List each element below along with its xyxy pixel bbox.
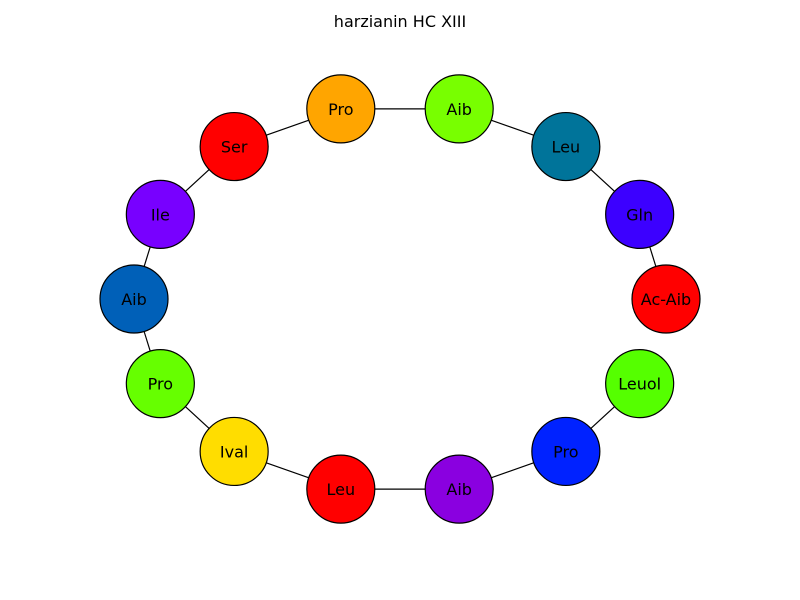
residue-node: Ile xyxy=(125,179,195,249)
residue-node: Aib xyxy=(424,74,494,144)
residue-circle xyxy=(306,454,376,524)
residue-label: Ac-Aib xyxy=(641,290,691,309)
residue-circle xyxy=(605,179,675,249)
residue-label: Leuol xyxy=(618,375,661,394)
residue-label: Ser xyxy=(221,138,248,157)
residue-node: Aib xyxy=(99,264,169,334)
residue-circle xyxy=(99,264,169,334)
residue-circle xyxy=(424,454,494,524)
residue-label: Pro xyxy=(553,442,578,461)
residue-node: Leu xyxy=(531,111,601,182)
residue-label: Ile xyxy=(151,205,170,224)
residue-label: Gln xyxy=(626,205,653,224)
residue-node: Leuol xyxy=(605,349,675,419)
residue-circle xyxy=(125,179,195,249)
residue-node: Pro xyxy=(306,74,376,144)
residue-circle xyxy=(306,74,376,144)
residue-circle xyxy=(531,416,601,487)
diagram-title: harzianin HC XIII xyxy=(334,12,466,31)
residue-label: Aib xyxy=(446,100,472,119)
residue-node: Ival xyxy=(199,416,269,487)
residue-circle xyxy=(199,416,269,487)
residue-label: Aib xyxy=(121,290,147,309)
residue-node: Gln xyxy=(605,179,675,249)
residue-circle xyxy=(605,349,675,419)
residue-node: Pro xyxy=(531,416,601,487)
residue-label: Aib xyxy=(446,480,472,499)
residue-label: Leu xyxy=(552,138,581,157)
residue-circle xyxy=(424,74,494,144)
residue-node: Pro xyxy=(125,349,195,419)
residue-circle xyxy=(531,111,601,182)
residue-label: Ival xyxy=(220,442,248,461)
residue-label: Pro xyxy=(328,100,353,119)
residue-node: Leu xyxy=(306,454,376,524)
residue-circle xyxy=(125,349,195,419)
residue-label: Pro xyxy=(148,375,173,394)
residue-circle xyxy=(199,111,269,182)
residue-node: Ser xyxy=(199,111,269,182)
residue-node: Aib xyxy=(424,454,494,524)
residue-node: Ac-Aib xyxy=(631,264,701,334)
residue-label: Leu xyxy=(326,480,355,499)
residue-circle xyxy=(631,264,701,334)
